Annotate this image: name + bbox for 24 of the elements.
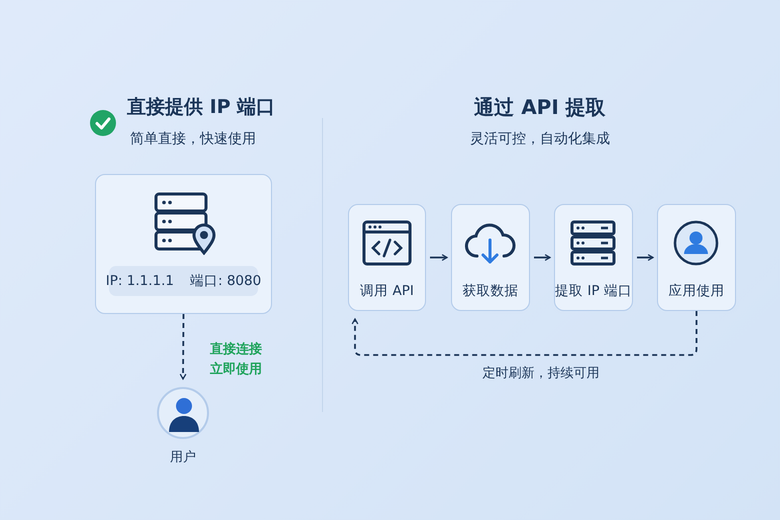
arrow bbox=[534, 254, 551, 261]
step-box bbox=[348, 204, 426, 311]
edge-label: 直接连接立即使用 bbox=[210, 340, 263, 379]
arrow bbox=[637, 254, 654, 261]
step-label: 获取数据 bbox=[462, 282, 520, 300]
node-label: 用户 bbox=[170, 449, 196, 466]
section-heading: 直接提供 IP 端口 bbox=[127, 95, 276, 120]
step-box bbox=[554, 204, 633, 311]
section-subtitle: 简单直接，快速使用 bbox=[130, 130, 256, 148]
arrow bbox=[352, 311, 698, 356]
step-box bbox=[657, 204, 736, 311]
edge-label: 定时刷新，持续可用 bbox=[482, 365, 600, 382]
info-text: IP: 1.1.1.1 bbox=[106, 273, 174, 289]
step-label: 提取 IP 端口 bbox=[555, 282, 632, 300]
step-box bbox=[451, 204, 530, 311]
server-card bbox=[95, 174, 272, 314]
info-text: 端口: 8080 bbox=[190, 272, 262, 290]
arrow bbox=[180, 314, 186, 380]
avatar-circle bbox=[157, 387, 209, 439]
step-label: 调用 API bbox=[359, 282, 415, 300]
arrow bbox=[430, 254, 448, 261]
step-label: 应用使用 bbox=[668, 282, 726, 300]
section-heading: 通过 API 提取 bbox=[474, 94, 606, 121]
section-subtitle: 灵活可控，自动化集成 bbox=[470, 130, 610, 148]
